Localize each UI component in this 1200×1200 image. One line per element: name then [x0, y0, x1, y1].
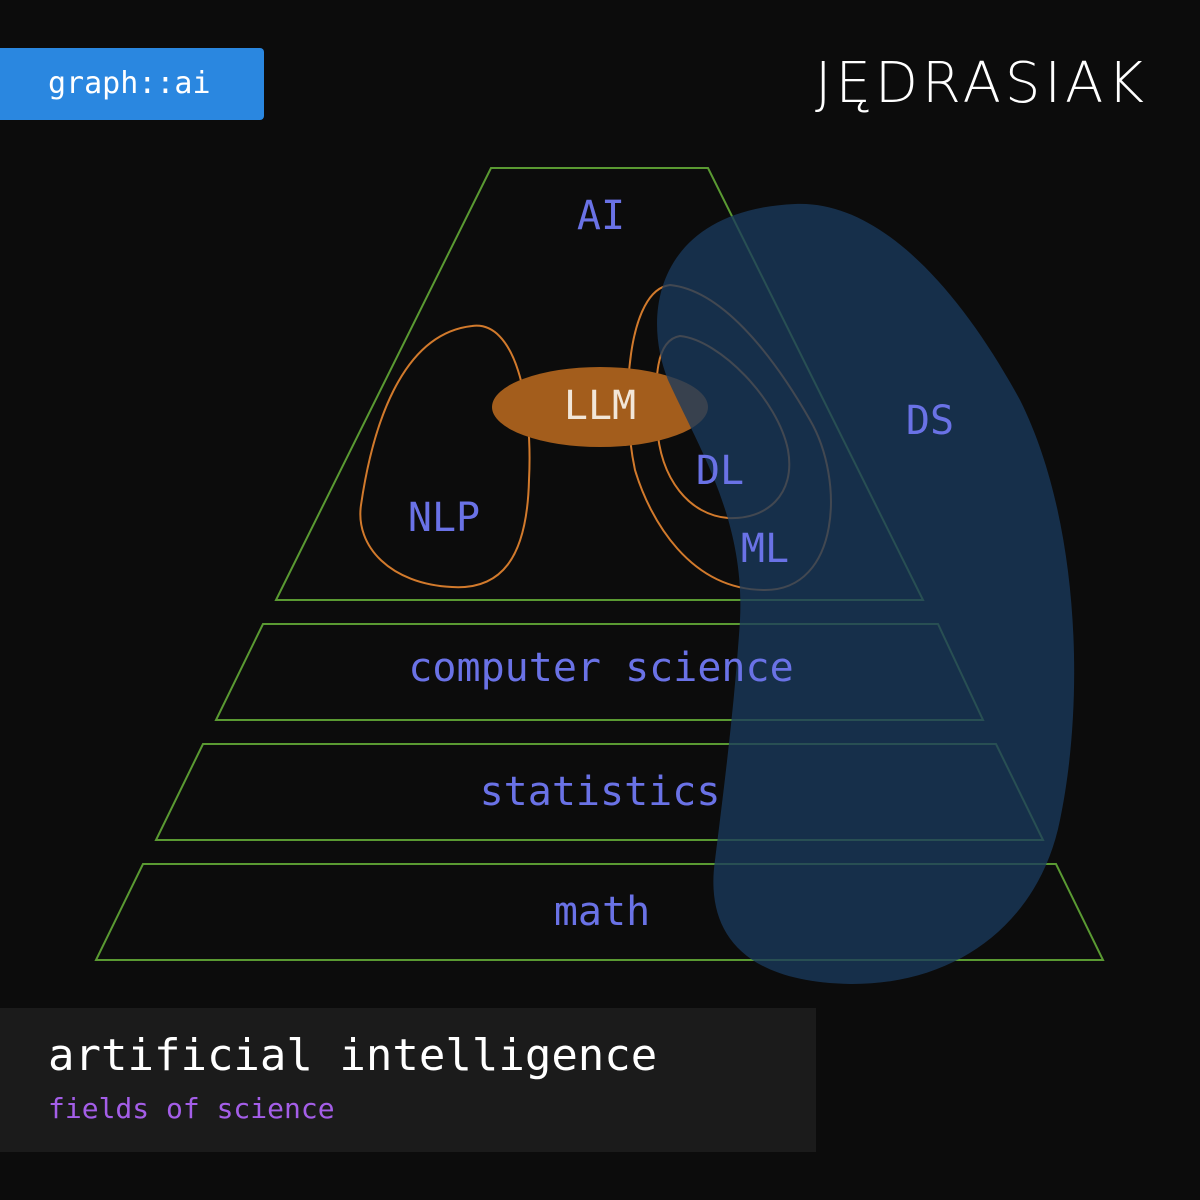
brand-logo: JĘDRASIAK [814, 51, 1148, 116]
ai-fields-diagram: AI LLM NLP DL ML DS computer science sta… [94, 167, 1105, 985]
ml-label: ML [741, 526, 789, 572]
ds-region [657, 203, 1075, 985]
caption-subtitle: fields of science [48, 1092, 335, 1125]
llm-region [492, 367, 708, 447]
dl-label: DL [696, 448, 744, 494]
graph-tag-badge: graph::ai [0, 48, 264, 120]
ds-label: DS [906, 398, 954, 444]
llm-label: LLM [564, 383, 636, 429]
ai-label: AI [577, 193, 625, 239]
caption-title: artificial intelligence [48, 1030, 658, 1081]
nlp-region [359, 324, 531, 589]
math-label: math [554, 889, 650, 935]
statistics-label: statistics [480, 769, 721, 815]
nlp-label: NLP [408, 495, 480, 541]
caption-box: artificial intelligence fields of scienc… [0, 1008, 816, 1152]
computer-science-label: computer science [408, 645, 793, 691]
